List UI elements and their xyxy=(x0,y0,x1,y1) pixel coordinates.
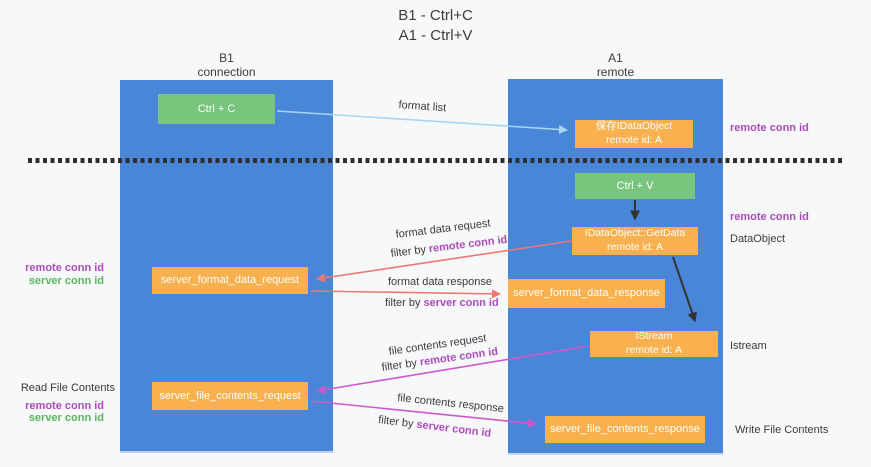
flow-label-format-data-response: format data response xyxy=(388,276,492,288)
node-istream-remote-id: remote id: A xyxy=(625,344,683,356)
node-getdata: IDataObject::GetData remote id: A xyxy=(572,227,698,255)
node-ctrl-c-label: Ctrl + C xyxy=(197,102,236,115)
annotation-dataobject: DataObject xyxy=(730,233,786,245)
title-line-2: A1 - Ctrl+V xyxy=(398,27,473,45)
lane-b1-role: connection xyxy=(197,65,256,80)
node-server-format-data-response-label: server_format_data_response xyxy=(513,287,660,300)
annotation-remote-conn-id-left1: remote conn id xyxy=(25,262,104,274)
title-line-1: B1 - Ctrl+C xyxy=(398,7,473,24)
node-server-format-data-request-label: server_format_data_request xyxy=(160,274,300,287)
filter-by-text: filter by xyxy=(381,357,418,374)
annotation-read-file-contents: Read File Contents xyxy=(20,382,115,394)
node-server-file-contents-request: server_file_contents_request xyxy=(152,382,308,410)
node-ctrl-v-label: Ctrl + V xyxy=(616,179,654,192)
node-save-dataobject-remote-id: remote id: A xyxy=(605,134,663,146)
node-ctrl-v: Ctrl + V xyxy=(575,173,695,199)
node-istream: IStream remote id: A xyxy=(590,330,718,357)
annotation-write-file-contents: Write File Contents xyxy=(735,424,829,436)
node-ctrl-c: Ctrl + C xyxy=(158,94,275,124)
node-getdata-remote-id: remote id: A xyxy=(606,241,664,253)
dashed-divider xyxy=(28,158,845,163)
annotation-remote-conn-id-top: remote conn id xyxy=(730,122,809,134)
node-server-file-contents-response: server_file_contents_response xyxy=(545,416,705,443)
page-title: B1 - Ctrl+C A1 - Ctrl+V xyxy=(0,6,871,47)
annotation-server-conn-id-left1: server conn id xyxy=(28,275,104,287)
lane-a1-role: remote xyxy=(596,65,635,80)
node-server-format-data-request: server_format_data_request xyxy=(152,267,308,294)
remote-conn-id-text: remote conn id xyxy=(428,233,508,256)
annotation-istream: Istream xyxy=(730,340,767,352)
flow-label-format-list: format list xyxy=(398,99,447,115)
annotation-remote-conn-id-left2: remote conn id xyxy=(25,400,104,412)
node-save-dataobject-title: 保存IDataObject xyxy=(595,120,673,133)
filter-by-text: filter by xyxy=(385,297,421,309)
lane-b1-name: B1 xyxy=(219,51,234,65)
flow-label-file-contents-response: file contents response xyxy=(396,392,505,416)
node-server-file-contents-response-label: server_file_contents_response xyxy=(550,423,700,436)
filter-by-text: filter by xyxy=(377,414,415,431)
lane-header-b1: B1 connection xyxy=(120,51,333,80)
node-save-dataobject: 保存IDataObject remote id: A xyxy=(575,120,693,148)
node-getdata-title: IDataObject::GetData xyxy=(584,227,686,240)
node-istream-title: IStream xyxy=(635,330,673,343)
node-server-format-data-response: server_format_data_response xyxy=(508,279,665,308)
annotation-remote-conn-id-getdata: remote conn id xyxy=(730,211,809,223)
server-conn-id-text: server conn id xyxy=(423,297,499,309)
server-conn-id-text: server conn id xyxy=(415,418,492,440)
format-data-response-arrow xyxy=(310,289,501,299)
node-server-file-contents-request-label: server_file_contents_request xyxy=(159,389,301,402)
lane-a1-name: A1 xyxy=(608,51,623,65)
lane-header-a1: A1 remote xyxy=(508,51,723,80)
filter-by-text: filter by xyxy=(390,243,427,260)
annotation-server-conn-id-left2: server conn id xyxy=(28,412,104,424)
